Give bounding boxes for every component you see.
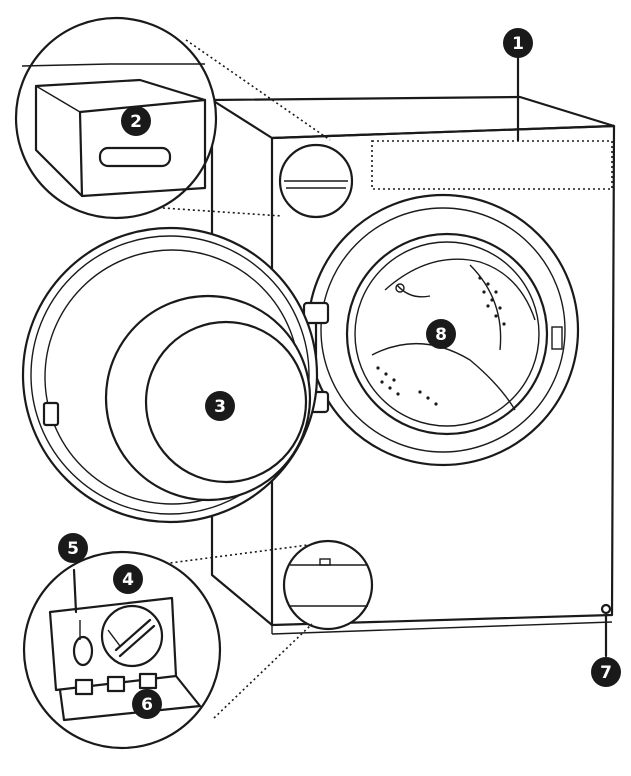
callout-badge-8: 8	[426, 319, 456, 349]
leveling-foot	[600, 603, 612, 615]
svg-text:4: 4	[122, 570, 134, 590]
callout-badge-5: 5	[58, 533, 88, 563]
svg-text:2: 2	[130, 112, 142, 132]
callout-badge-6: 6	[132, 689, 162, 719]
callout-badge-1: 1	[503, 28, 533, 58]
drum-opening	[306, 193, 580, 467]
leader-line-5	[72, 568, 78, 614]
svg-text:5: 5	[67, 539, 79, 559]
drum-interior	[371, 258, 563, 411]
svg-text:3: 3	[214, 397, 226, 417]
svg-text:8: 8	[435, 325, 447, 345]
drawer-zoom-bubble	[14, 16, 218, 220]
zoom-line	[117, 204, 283, 217]
svg-text:7: 7	[600, 663, 612, 683]
callout-badge-7: 7	[591, 657, 621, 687]
drawer-location-circle	[278, 143, 354, 219]
callout-badge-2: 2	[121, 106, 151, 136]
svg-text:1: 1	[512, 34, 524, 54]
drain-zoom-bubble	[22, 550, 222, 750]
callout-badge-3: 3	[205, 391, 235, 421]
svg-text:6: 6	[141, 695, 153, 715]
control-panel-area	[371, 140, 613, 190]
filter-location-circle	[282, 539, 374, 631]
zoom-line	[185, 39, 331, 141]
callout-badge-4: 4	[113, 564, 143, 594]
zoom-line	[213, 623, 313, 719]
zoom-line	[115, 544, 309, 571]
